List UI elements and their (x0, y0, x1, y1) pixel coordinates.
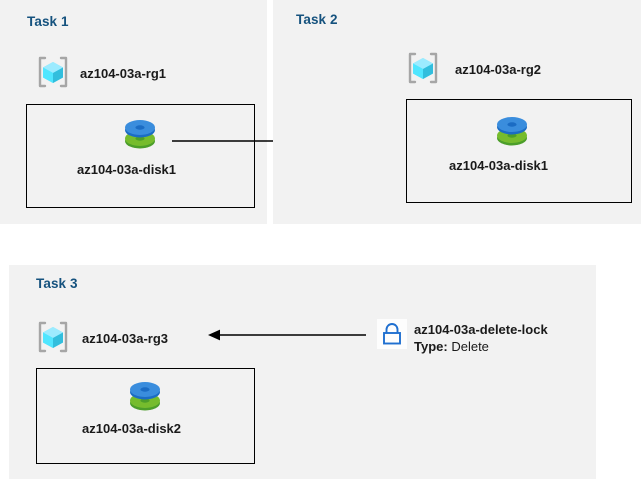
resource-group-label: az104-03a-rg1 (80, 66, 166, 81)
resource-group-label: az104-03a-rg2 (455, 62, 541, 77)
apply-lock-arrow (208, 329, 366, 341)
managed-disk-icon (127, 377, 163, 415)
lock-name-label: az104-03a-delete-lock (414, 322, 548, 337)
resource-label: az104-03a-disk1 (77, 162, 177, 177)
resource-label: az104-03a-disk1 (449, 158, 549, 173)
resource-group-icon (36, 320, 70, 354)
task-2-title: Task 2 (296, 12, 338, 27)
lock-type-value: Delete (451, 339, 489, 354)
resource-group-icon (406, 51, 440, 85)
managed-disk-icon (494, 112, 530, 150)
lock-icon (377, 319, 407, 349)
task-1-title: Task 1 (27, 14, 69, 29)
resource-group-label: az104-03a-rg3 (82, 331, 168, 346)
task-3-title: Task 3 (36, 276, 78, 291)
task-2-resource-box (406, 99, 632, 203)
managed-disk-icon (122, 115, 158, 153)
resource-group-icon (36, 55, 70, 89)
lock-type-line: Type: Delete (414, 339, 489, 354)
lock-type-key: Type: (414, 339, 452, 354)
resource-label: az104-03a-disk2 (82, 421, 182, 436)
